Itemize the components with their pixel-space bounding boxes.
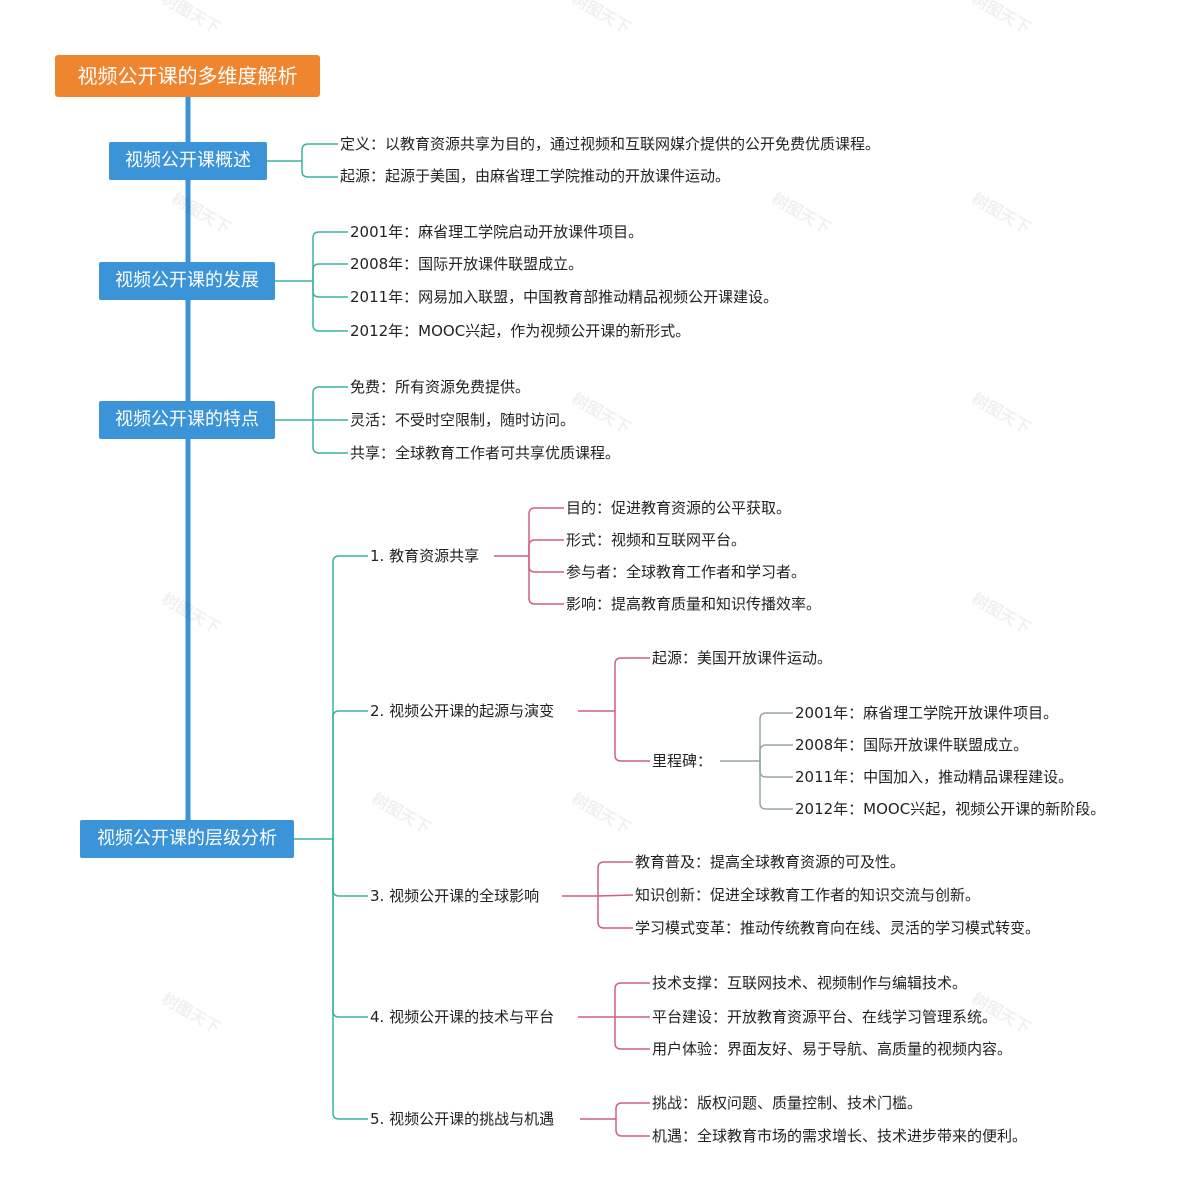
section-4-item: 技术支撑：互联网技术、视频制作与编辑技术。 xyxy=(652,974,968,992)
section-3-item: 知识创新：促进全球教育工作者的知识交流与创新。 xyxy=(635,886,981,904)
feature-item: 免费：所有资源免费提供。 xyxy=(350,378,531,396)
topic-features[interactable]: 视频公开课的特点 xyxy=(99,401,275,439)
section-3-label[interactable]: 3. 视频公开课的全球影响 xyxy=(370,887,540,905)
section-4-label[interactable]: 4. 视频公开课的技术与平台 xyxy=(370,1008,555,1026)
section-5-connector xyxy=(615,1119,650,1137)
milestone-connector xyxy=(759,712,793,761)
development-item: 2001年：麻省理工学院启动开放课件项目。 xyxy=(350,223,644,241)
milestone-item: 2001年：麻省理工学院开放课件项目。 xyxy=(795,704,1059,722)
milestone-item: 2012年：MOOC兴起，视频公开课的新阶段。 xyxy=(795,800,1106,818)
section-1-item: 形式：视频和互联网平台。 xyxy=(566,531,747,549)
section-5-item: 机遇：全球教育市场的需求增长、技术进步带来的便利。 xyxy=(652,1127,1028,1145)
overview-connector xyxy=(301,161,338,178)
hierarchy-connector xyxy=(332,710,368,839)
section-5-connector xyxy=(615,1102,650,1119)
section-2-origin: 起源：美国开放课件运动。 xyxy=(652,649,833,667)
section-5-label[interactable]: 5. 视频公开课的挑战与机遇 xyxy=(370,1110,555,1128)
development-connector xyxy=(312,281,348,332)
milestone-item: 2008年：国际开放课件联盟成立。 xyxy=(795,736,1029,754)
section-1-label[interactable]: 1. 教育资源共享 xyxy=(370,547,480,565)
section-3-item: 教育普及：提高全球教育资源的可及性。 xyxy=(635,853,906,871)
features-connector xyxy=(312,386,348,420)
section-1-item: 目的：促进教育资源的公平获取。 xyxy=(566,499,792,517)
section-2-label[interactable]: 2. 视频公开课的起源与演变 xyxy=(370,702,555,720)
overview-definition: 定义：以教育资源共享为目的，通过视频和互联网媒介提供的公开免费优质课程。 xyxy=(340,135,881,153)
development-connector xyxy=(312,231,348,281)
section-3-connector xyxy=(597,861,633,896)
milestone-item: 2011年：中国加入，推动精品课程建设。 xyxy=(795,768,1074,786)
hierarchy-connector xyxy=(332,555,368,839)
section-3-connector xyxy=(597,896,633,929)
milestone-connector xyxy=(759,761,793,810)
development-item: 2012年：MOOC兴起，作为视频公开课的新形式。 xyxy=(350,322,691,340)
section-1-connector xyxy=(528,556,564,605)
section-4-connector xyxy=(614,1017,650,1050)
overview-connector xyxy=(301,143,338,161)
hierarchy-connector xyxy=(332,839,368,1018)
feature-item: 灵活：不受时空限制，随时访问。 xyxy=(350,411,576,429)
features-connector xyxy=(312,420,348,454)
milestone-connector xyxy=(759,761,793,778)
section-2-connector xyxy=(614,657,650,711)
development-connector xyxy=(312,281,348,298)
section-4-item: 平台建设：开放教育资源平台、在线学习管理系统。 xyxy=(652,1008,998,1026)
section-5-item: 挑战：版权问题、质量控制、技术门槛。 xyxy=(652,1094,923,1112)
topic-overview[interactable]: 视频公开课概述 xyxy=(109,142,267,180)
section-1-item: 参与者：全球教育工作者和学习者。 xyxy=(566,563,807,581)
section-2-milestone-label: 里程碑： xyxy=(652,752,713,770)
section-1-item: 影响：提高教育质量和知识传播效率。 xyxy=(566,595,822,613)
section-1-connector xyxy=(528,539,564,556)
section-4-item: 用户体验：界面友好、易于导航、高质量的视频内容。 xyxy=(652,1040,1013,1058)
hierarchy-connector xyxy=(332,839,368,1120)
section-4-connector xyxy=(614,982,650,1017)
section-1-connector xyxy=(528,556,564,573)
root-topic[interactable]: 视频公开课的多维度解析 xyxy=(55,55,320,97)
overview-origin: 起源：起源于美国，由麻省理工学院推动的开放课件运动。 xyxy=(340,167,731,185)
development-item: 2011年：网易加入联盟，中国教育部推动精品视频公开课建设。 xyxy=(350,288,779,306)
milestone-connector xyxy=(759,744,793,761)
feature-item: 共享：全球教育工作者可共享优质课程。 xyxy=(350,444,621,462)
topic-hierarchy-analysis[interactable]: 视频公开课的层级分析 xyxy=(80,820,294,858)
hierarchy-connector xyxy=(332,839,368,897)
topic-development[interactable]: 视频公开课的发展 xyxy=(99,262,275,300)
section-3-connector xyxy=(597,894,634,897)
development-connector xyxy=(312,263,348,281)
development-item: 2008年：国际开放课件联盟成立。 xyxy=(350,255,584,273)
section-1-connector xyxy=(528,507,564,556)
section-3-item: 学习模式变革：推动传统教育向在线、灵活的学习模式转变。 xyxy=(635,919,1041,937)
section-2-connector xyxy=(614,711,650,762)
